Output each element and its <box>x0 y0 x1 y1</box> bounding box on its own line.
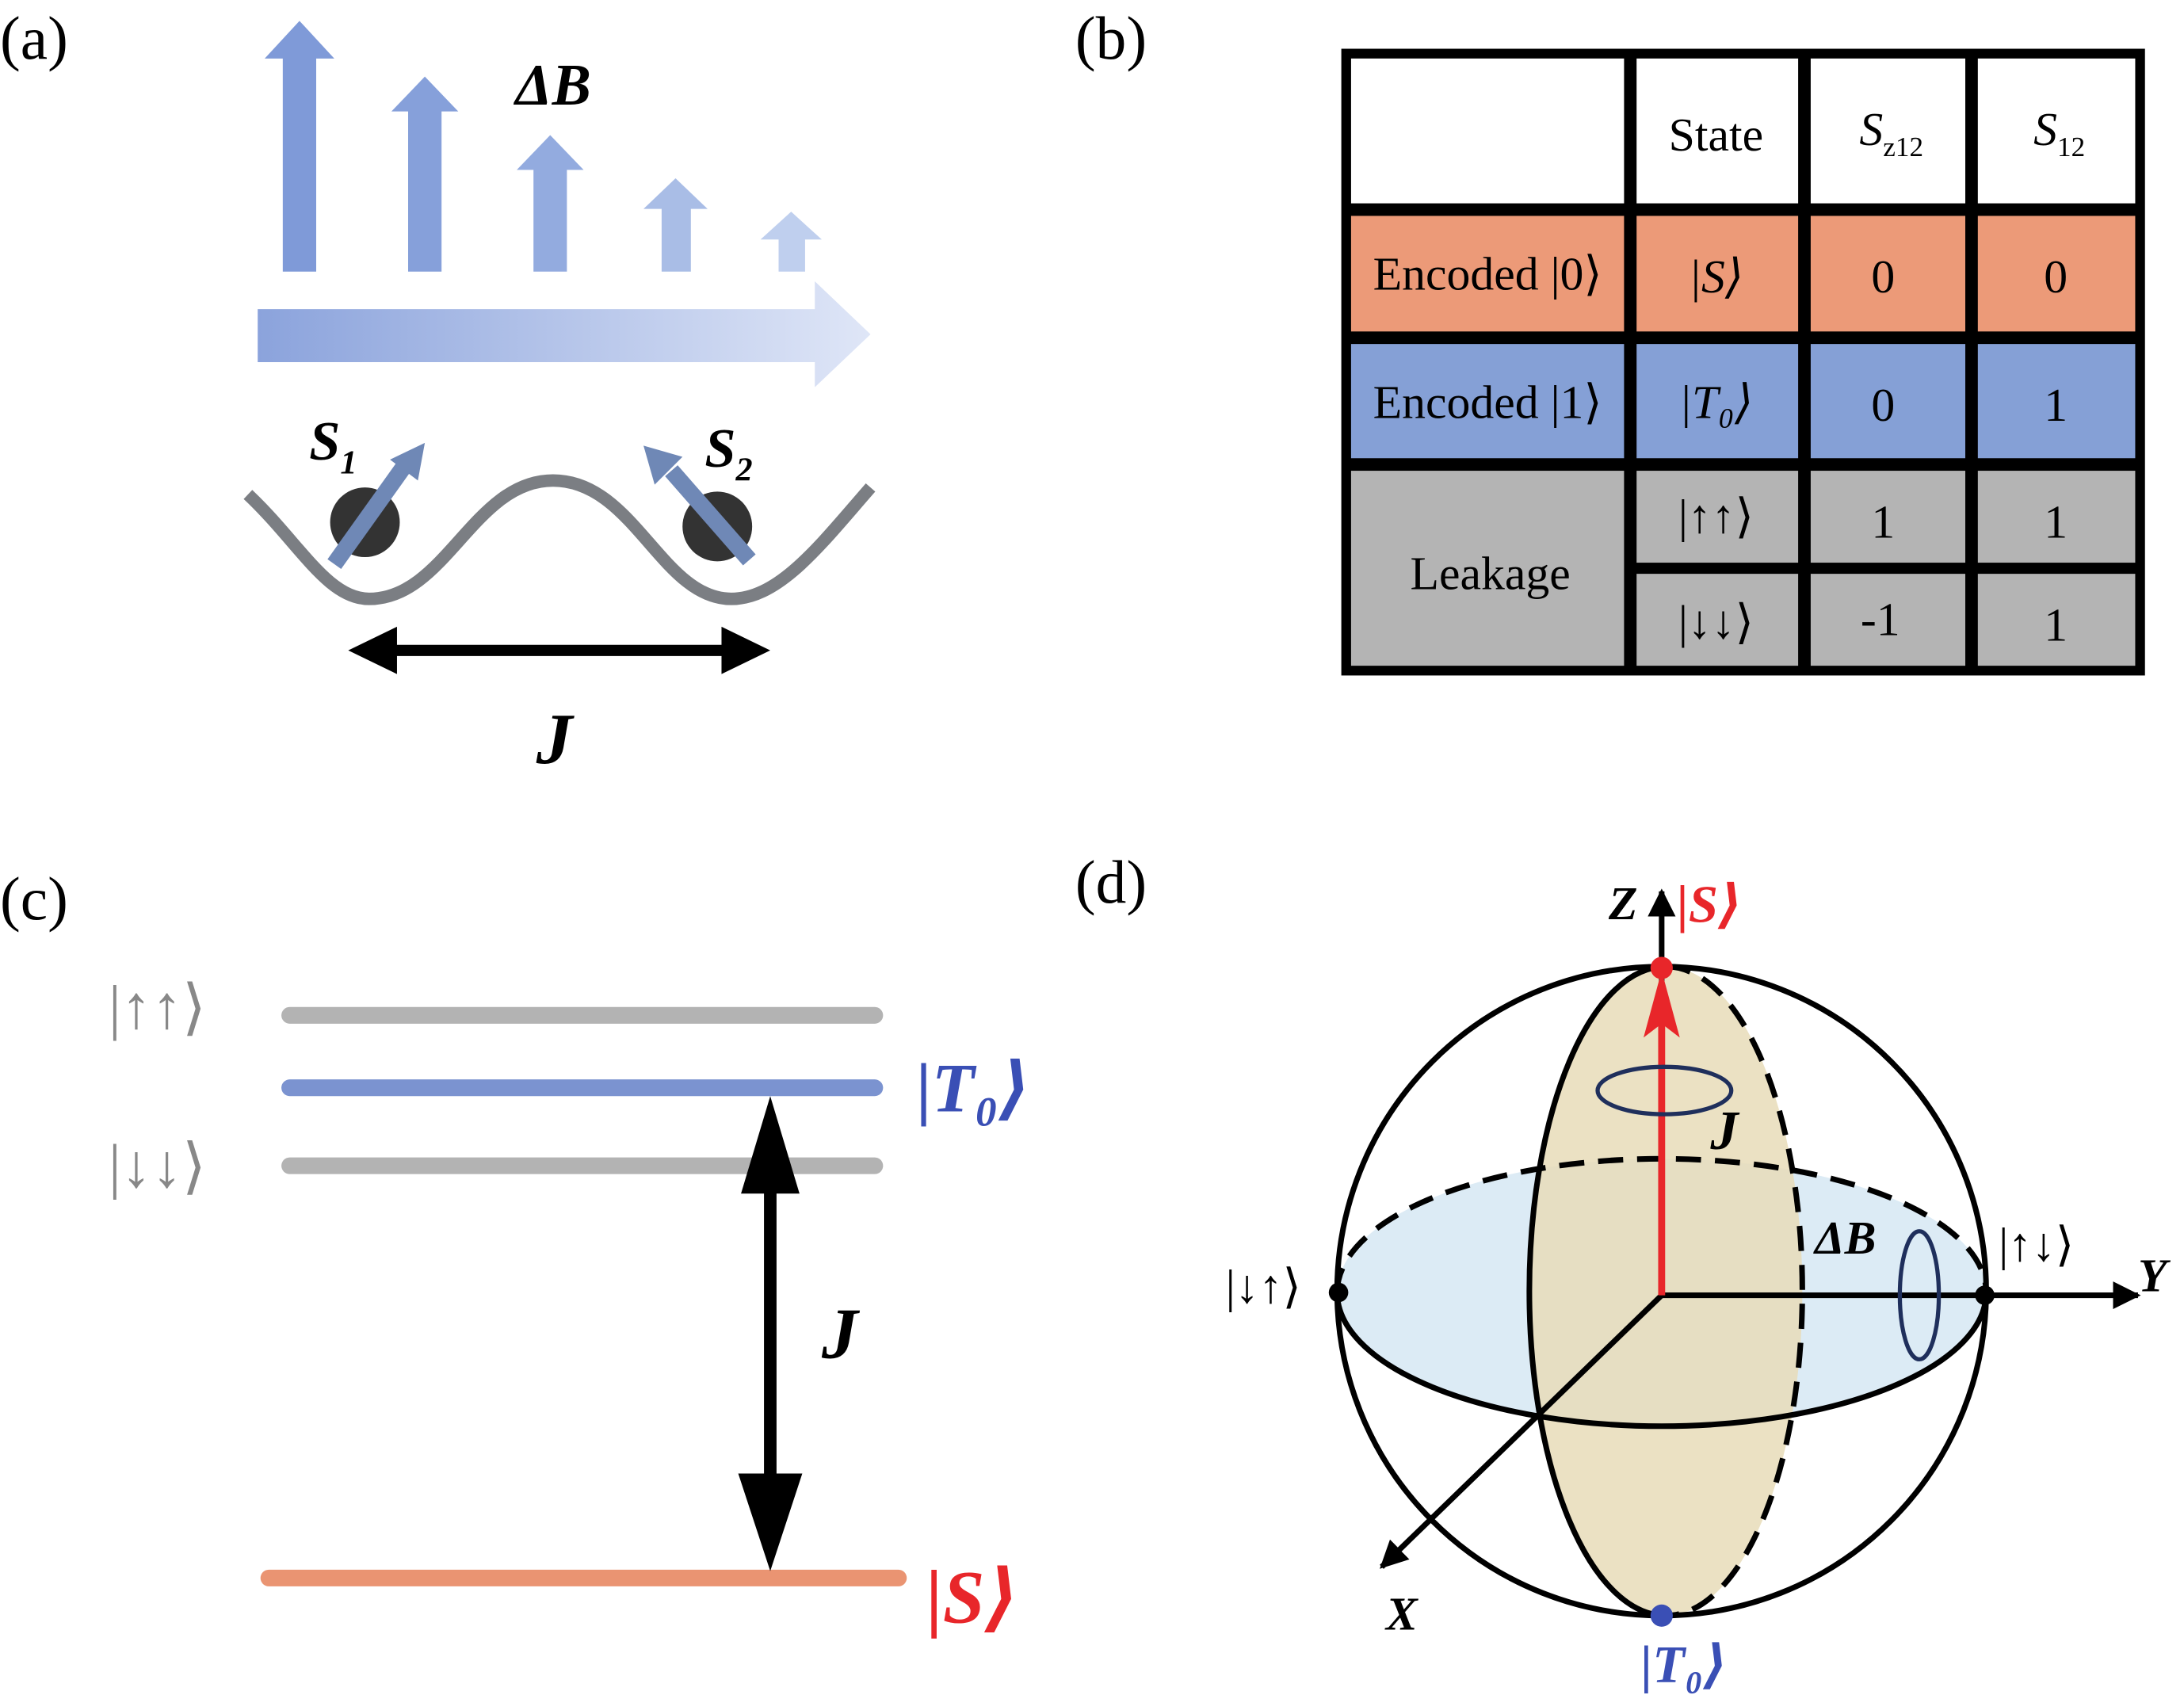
gradient-axis-arrow-icon <box>258 281 871 387</box>
field-arrow-icon <box>760 212 823 272</box>
energy-gap-arrowheads-icon <box>738 1096 803 1571</box>
field-arrow-icon <box>391 76 459 272</box>
spin-arrow-2-icon <box>665 465 756 566</box>
exchange-j-label: J <box>536 699 575 779</box>
equator-front <box>1334 1292 1989 1430</box>
header-state: State <box>1669 109 1763 161</box>
row-s12: 1 <box>2044 379 2068 431</box>
table-row: |↑↑⟩ 1 1 <box>1636 471 2136 563</box>
row-state: |↓↓⟩ <box>1678 596 1754 648</box>
row-s12: 1 <box>2044 598 2068 651</box>
panel-a: ΔB S1 S2 J <box>243 21 876 779</box>
panel-label-c: (c) <box>0 865 68 933</box>
spin-arrow-1-icon <box>327 461 411 569</box>
singlet-label: |S⟩ <box>1677 876 1742 934</box>
row-cell <box>1977 574 2136 666</box>
header-cell-state <box>1636 58 1799 204</box>
z-axis-label: Z <box>1608 877 1638 930</box>
leakage-cell <box>1350 471 1625 666</box>
row-cell <box>1977 471 2136 563</box>
row-sz12: 0 <box>1871 250 1895 303</box>
double-well-potential <box>243 474 876 605</box>
row-cell <box>1636 344 1799 459</box>
row-cell <box>1350 216 1625 332</box>
row-s12: 1 <box>2044 495 2068 548</box>
table-row: Encoded |1⟩ |T₀⟩ 0 1 <box>1350 344 2136 459</box>
label-down-down: |↓↓⟩ <box>109 1132 206 1200</box>
meridian-fill <box>1529 966 1803 1616</box>
panel-label-a: (a) <box>0 4 68 72</box>
spin-arrow-2-head-icon <box>643 445 683 485</box>
t0-point <box>1650 1604 1673 1627</box>
field-arrow-icon <box>517 135 584 272</box>
delta-b-rotation-icon <box>1897 1229 1942 1362</box>
header-cell-empty <box>1350 58 1625 204</box>
label-t0: |T₀⟩ <box>917 1051 1031 1128</box>
panel-d-bloch-sphere: Z |S⟩ Y X |T₀⟩ |↓↑⟩ |↑↓⟩ J ΔB <box>1226 876 2171 1695</box>
row-state: |↑↑⟩ <box>1678 490 1754 542</box>
row-state: |S⟩ <box>1689 250 1744 303</box>
field-arrow-icon <box>264 21 334 272</box>
table-row: Encoded |0⟩ |S⟩ 0 0 <box>1350 216 2136 332</box>
field-arrow-icon <box>643 178 708 272</box>
row-s12: 0 <box>2044 250 2068 303</box>
row-cell <box>1350 344 1625 459</box>
row-cell <box>1977 216 2136 332</box>
down-up-label: |↓↑⟩ <box>1226 1260 1301 1312</box>
row-state: |T₀⟩ <box>1679 376 1754 428</box>
delta-b-label: ΔB <box>513 52 590 117</box>
label-up-up: |↑↑⟩ <box>109 973 206 1041</box>
state-table: State Sz12 S12 Encoded |0⟩ |S⟩ 0 0 Encod… <box>1341 48 2145 676</box>
down-up-point <box>1328 1282 1349 1303</box>
row-cell <box>1636 574 1799 666</box>
double-arrow-heads-icon <box>348 626 770 674</box>
row-cell <box>1810 471 1966 563</box>
panel-label-d: (d) <box>1075 848 1147 916</box>
meridian-front <box>1526 964 1667 1619</box>
panel-c-energy-levels: |↑↑⟩ |↓↓⟩ |T₀⟩ |S⟩ J <box>109 973 1030 1639</box>
singlet-point <box>1650 956 1673 979</box>
x-axis <box>1380 1293 1664 1569</box>
label-singlet: |S⟩ <box>926 1556 1019 1640</box>
header-sz12: Sz12 <box>1859 103 1923 162</box>
spin-2-label: S2 <box>704 418 752 489</box>
x-axis-label: X <box>1384 1587 1419 1640</box>
row-cell <box>1636 216 1799 332</box>
row-label: Encoded |1⟩ <box>1373 376 1602 428</box>
panel-label-b: (b) <box>1075 4 1147 72</box>
row-cell <box>1636 471 1799 563</box>
j-rotation-icon <box>1595 1064 1734 1117</box>
table-row: |↓↓⟩ -1 1 <box>1636 574 2136 666</box>
row-sz12: -1 <box>1861 593 1900 645</box>
y-axis-label: Y <box>2138 1249 2171 1301</box>
row-sz12: 1 <box>1871 495 1895 548</box>
row-label: Leakage <box>1411 547 1571 599</box>
delta-b-rotation-label: ΔB <box>1813 1212 1876 1264</box>
spin-arrow-1-head-icon <box>390 442 426 481</box>
spin-1-label: S1 <box>309 410 357 482</box>
t0-label: |T₀⟩ <box>1640 1636 1727 1694</box>
meridian-back <box>1666 964 1805 1619</box>
header-cell-sz12 <box>1810 58 1966 204</box>
row-cell <box>1977 344 2136 459</box>
row-cell <box>1810 216 1966 332</box>
up-down-point <box>1975 1285 1995 1305</box>
energy-gap-j-label: J <box>821 1294 861 1374</box>
row-label: Encoded |0⟩ <box>1373 248 1602 300</box>
row-sz12: 0 <box>1871 379 1895 431</box>
header-cell-s12 <box>1977 58 2136 204</box>
header-s12: S12 <box>2033 103 2085 162</box>
field-gradient-arrows <box>264 21 823 272</box>
row-cell <box>1810 344 1966 459</box>
j-rotation-label: J <box>1709 1100 1739 1162</box>
row-cell <box>1810 574 1966 666</box>
state-vector-head-icon <box>1644 971 1680 1038</box>
up-down-label: |↑↓⟩ <box>1999 1219 2074 1271</box>
